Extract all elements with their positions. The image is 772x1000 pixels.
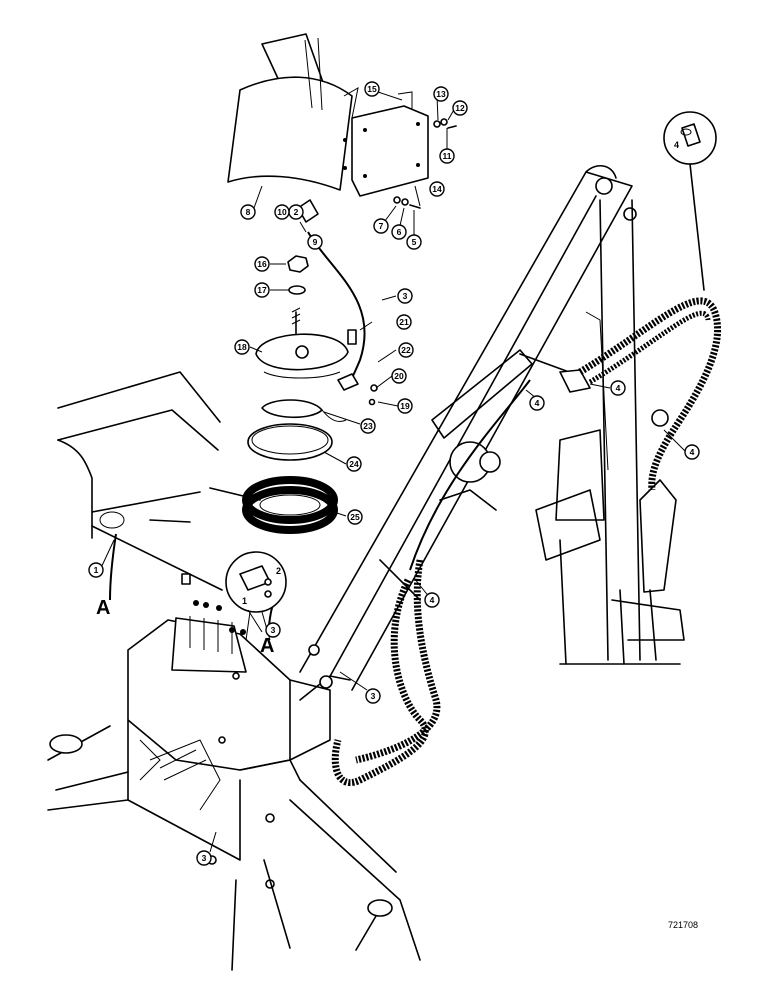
callout-10: 10 — [274, 204, 290, 220]
svg-text:3: 3 — [403, 291, 408, 301]
stabilizer-leg — [47, 725, 129, 811]
lamp-switch — [297, 199, 366, 383]
svg-text:8: 8 — [246, 207, 251, 217]
callout-1: 1 — [88, 562, 104, 578]
svg-text:3: 3 — [371, 691, 376, 701]
svg-text:5: 5 — [412, 237, 417, 247]
svg-text:14: 14 — [432, 184, 442, 194]
svg-text:16: 16 — [257, 259, 267, 269]
inset-switch-label-2: 2 — [276, 566, 281, 576]
svg-text:18: 18 — [237, 342, 247, 352]
dipper-cylinder — [431, 349, 677, 661]
callout-3a: 3 — [397, 288, 413, 304]
svg-text:4: 4 — [616, 383, 621, 393]
svg-text:12: 12 — [455, 103, 465, 113]
callout-20: 20 — [391, 368, 407, 384]
sealed-beam-bulb — [261, 399, 347, 423]
section-letter-a-left: A — [96, 597, 110, 619]
callout-4a: 4 — [529, 395, 545, 411]
bracket-fasteners — [393, 118, 457, 209]
svg-text:1: 1 — [94, 565, 99, 575]
callout-3d: 3 — [196, 850, 212, 866]
tractor-body — [57, 371, 261, 591]
svg-text:24: 24 — [349, 459, 359, 469]
svg-text:4: 4 — [690, 447, 695, 457]
svg-text:9: 9 — [313, 237, 318, 247]
section-letter-a-center: A — [260, 635, 274, 657]
inset-switch-label-1: 1 — [242, 596, 247, 606]
rubber-gasket — [242, 476, 338, 534]
callout-24: 24 — [346, 456, 362, 472]
callout-19: 19 — [397, 398, 413, 414]
svg-text:22: 22 — [401, 345, 411, 355]
lens-ring — [247, 423, 333, 461]
callout-9: 9 — [307, 234, 323, 250]
callout-4e: 4 — [624, 387, 629, 397]
callout-6: 6 — [391, 224, 407, 240]
detail-inset: 4 — [663, 111, 717, 291]
callout-22: 22 — [398, 342, 414, 358]
callout-25: 25 — [347, 509, 363, 525]
callout-3c: 3 — [365, 688, 381, 704]
callout-4b: 4 — [610, 380, 626, 396]
svg-text:19: 19 — [400, 401, 410, 411]
callout-4d: 4 — [424, 592, 440, 608]
callout-12: 12 — [452, 100, 468, 116]
svg-text:3: 3 — [202, 853, 207, 863]
control-tower — [127, 600, 331, 889]
lamp-shield-bracket — [227, 33, 429, 197]
svg-text:6: 6 — [397, 227, 402, 237]
svg-text:10: 10 — [277, 207, 287, 217]
callout-4c: 4 — [684, 444, 700, 460]
svg-text:4: 4 — [430, 595, 435, 605]
svg-text:4: 4 — [535, 398, 540, 408]
callout-21: 21 — [396, 314, 412, 330]
backhoe-boom — [299, 165, 641, 691]
svg-text:11: 11 — [443, 151, 452, 161]
callout-7: 7 — [373, 218, 389, 234]
svg-text:25: 25 — [350, 512, 360, 522]
callout-16: 16 — [254, 256, 270, 272]
callout-14: 14 — [429, 181, 445, 197]
callout-2: 2 — [288, 204, 304, 220]
callout-5: 5 — [406, 234, 422, 250]
lamp-hoses — [331, 297, 721, 786]
callout-13: 13 — [433, 86, 449, 102]
callout-15: 15 — [364, 81, 380, 97]
callout-8: 8 — [240, 204, 256, 220]
svg-text:20: 20 — [394, 371, 404, 381]
callout-11: 11 — [439, 148, 455, 164]
switch-inset: 1 2 — [225, 551, 287, 641]
svg-text:3: 3 — [271, 625, 276, 635]
svg-text:7: 7 — [379, 221, 384, 231]
svg-text:13: 13 — [436, 89, 446, 99]
callout-17: 17 — [254, 282, 270, 298]
svg-text:17: 17 — [257, 285, 267, 295]
lamp-housing — [255, 307, 349, 379]
inset-detail-label: 4 — [674, 140, 679, 150]
lamp-socket — [337, 329, 378, 406]
callout-18: 18 — [234, 339, 250, 355]
crowd-arm — [535, 489, 685, 665]
nut-and-washer — [287, 255, 309, 295]
svg-text:21: 21 — [399, 317, 409, 327]
callout-23: 23 — [360, 418, 376, 434]
svg-text:15: 15 — [367, 84, 377, 94]
callout-3b: 3 — [265, 622, 281, 638]
svg-text:2: 2 — [294, 207, 299, 217]
svg-text:23: 23 — [363, 421, 373, 431]
figure-reference-number: 721708 — [668, 920, 698, 930]
